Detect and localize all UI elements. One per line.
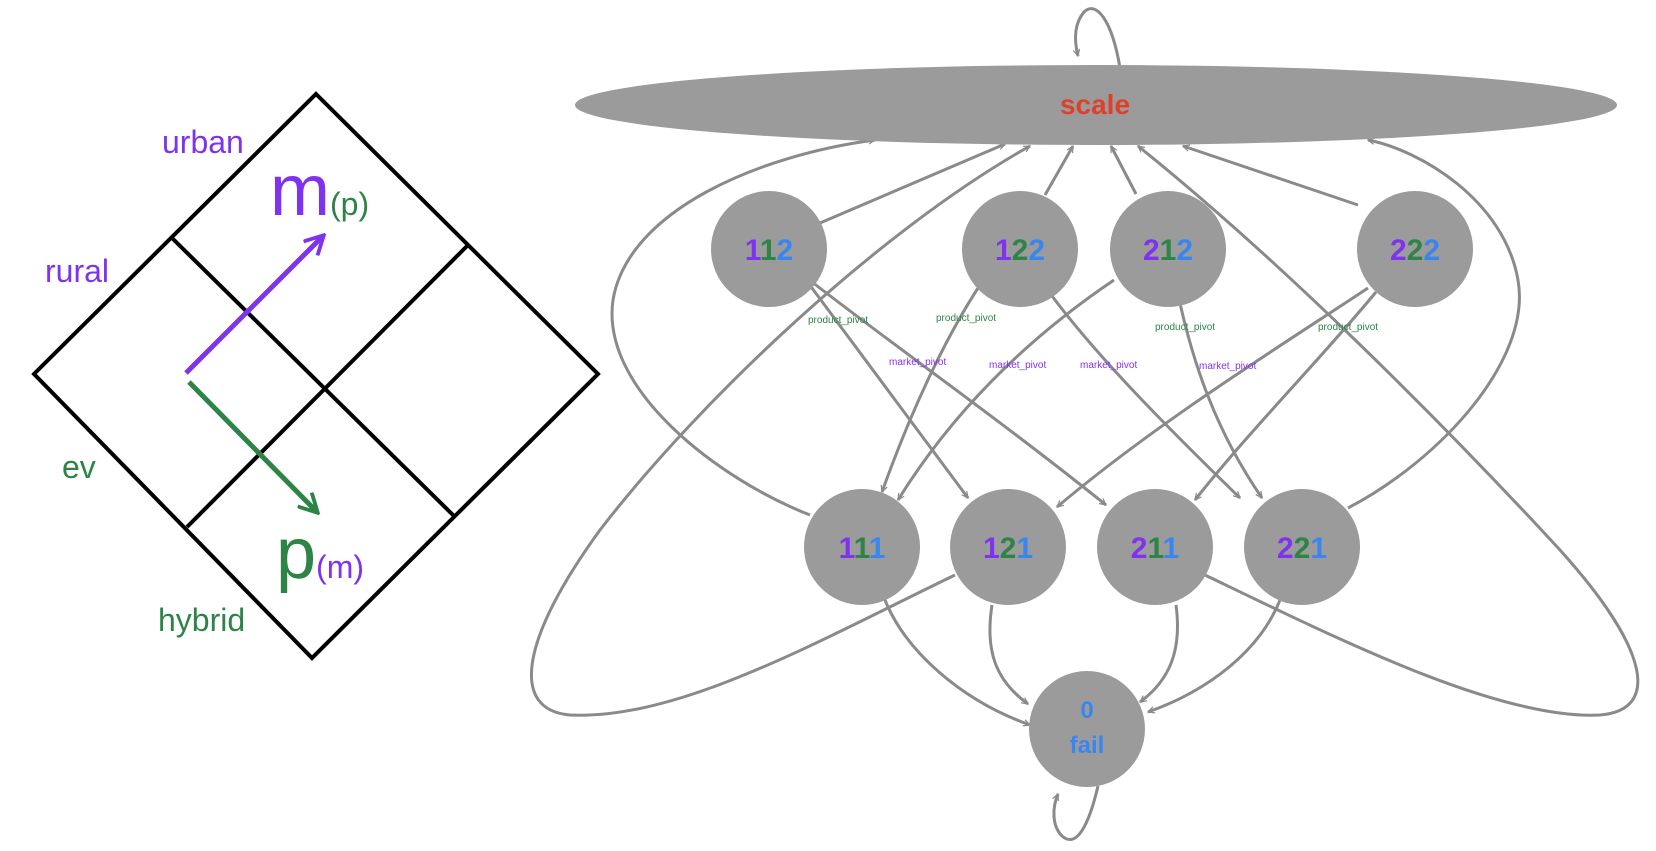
- strategy-grid: urban rural ev hybrid m(p) p(m): [31, 91, 601, 661]
- node-122-digit-market: 1: [995, 234, 1012, 267]
- edge-112-121: [804, 279, 970, 498]
- edge-121-fail: [988, 604, 1028, 706]
- node-222-digit-stage: 2: [1423, 234, 1440, 267]
- state-graph: product_pivot product_pivot product_pivo…: [529, 7, 1640, 841]
- svg-text:121: 121: [983, 532, 1033, 565]
- edge-112-211: [811, 280, 1106, 507]
- edge-122-111: [882, 281, 984, 492]
- edge-222-211: [1193, 291, 1378, 500]
- m-of-p-label: m(p): [270, 151, 369, 231]
- scale-node: scale: [575, 65, 1617, 145]
- node-122: 122: [962, 191, 1078, 307]
- svg-text:122: 122: [995, 234, 1045, 267]
- node-212-digit-market: 2: [1143, 234, 1160, 267]
- svg-text:222: 222: [1390, 234, 1440, 267]
- edge-222-121: [1057, 286, 1369, 509]
- svg-text:221: 221: [1277, 532, 1327, 565]
- node-112: 112: [711, 191, 827, 307]
- node-222-digit-product: 2: [1407, 234, 1424, 267]
- svg-text:112: 112: [745, 234, 793, 267]
- edge-scale-self-loop: [1076, 7, 1122, 69]
- edge-label-market-pivot: market_pivot: [1080, 360, 1137, 371]
- node-112-digit-product: 1: [760, 234, 777, 267]
- edge-label-product-pivot: product_pivot: [808, 315, 868, 326]
- grid-divider-b: [185, 243, 470, 529]
- edge-112-scale: [819, 142, 1005, 225]
- edge-221-fail: [1148, 599, 1282, 712]
- node-211-digit-product: 1: [1147, 532, 1163, 565]
- node-212: 212: [1110, 191, 1226, 307]
- edge-111-scale: [610, 140, 875, 517]
- node-121: 121: [950, 489, 1066, 605]
- market-arrow: [184, 236, 323, 375]
- edge-label-market-pivot: market_pivot: [1199, 361, 1256, 372]
- node-111: 111: [804, 489, 920, 605]
- svg-text:211: 211: [1131, 532, 1179, 565]
- node-221-digit-stage: 1: [1310, 532, 1327, 565]
- edge-212-scale: [1109, 146, 1138, 195]
- scale-label: scale: [1060, 89, 1130, 120]
- label-ev: ev: [62, 449, 96, 485]
- node-221: 221: [1244, 489, 1360, 605]
- node-221-digit-market: 2: [1277, 532, 1294, 565]
- node-211-digit-stage: 1: [1163, 532, 1180, 565]
- node-111-digit-product: 1: [854, 532, 870, 565]
- label-hybrid: hybrid: [158, 602, 245, 638]
- edges: [529, 7, 1640, 841]
- fail-label: fail: [1070, 732, 1105, 759]
- node-111-digit-market: 1: [839, 532, 855, 565]
- node-121-digit-stage: 1: [1016, 532, 1033, 565]
- grid-outline: [31, 91, 601, 661]
- edge-fail-self-loop: [1054, 785, 1100, 841]
- p-main: p: [276, 514, 316, 594]
- edge-211-scale: [1138, 144, 1640, 717]
- node-212-digit-product: 1: [1160, 234, 1177, 267]
- node-112-digit-stage: 2: [777, 234, 794, 267]
- node-122-digit-stage: 2: [1028, 234, 1045, 267]
- label-urban: urban: [162, 124, 244, 160]
- svg-text:212: 212: [1143, 234, 1193, 267]
- p-sub: (m): [316, 549, 364, 585]
- edge-121-scale: [529, 144, 1030, 717]
- node-122-digit-product: 2: [1012, 234, 1029, 267]
- node-222: 222: [1357, 191, 1473, 307]
- product-arrow: [187, 380, 317, 512]
- p-of-m-label: p(m): [276, 514, 364, 594]
- m-sub: (p): [330, 186, 369, 222]
- node-121-digit-market: 1: [983, 532, 1000, 565]
- grid-divider-a: [170, 236, 457, 519]
- edge-label-market-pivot: market_pivot: [889, 357, 946, 368]
- fail-digit: 0: [1080, 697, 1093, 724]
- label-rural: rural: [45, 253, 109, 289]
- node-222-digit-market: 2: [1390, 234, 1407, 267]
- edge-label-product-pivot: product_pivot: [1155, 322, 1215, 333]
- svg-text:111: 111: [839, 532, 886, 565]
- edge-label-product-pivot: product_pivot: [1318, 322, 1378, 333]
- edge-122-scale: [1043, 146, 1075, 196]
- node-112-digit-market: 1: [745, 234, 761, 267]
- edge-211-fail: [1140, 604, 1179, 704]
- edge-212-111: [896, 278, 1115, 500]
- node-211: 211: [1097, 489, 1213, 605]
- fail-node: 0 fail: [1029, 671, 1145, 787]
- node-111-digit-stage: 1: [869, 532, 886, 565]
- edge-labels: product_pivot product_pivot product_pivo…: [808, 313, 1378, 372]
- edge-111-fail: [883, 599, 1030, 725]
- edge-221-scale: [1347, 140, 1521, 510]
- node-212-digit-stage: 2: [1176, 234, 1193, 267]
- node-221-digit-product: 2: [1294, 532, 1311, 565]
- node-121-digit-product: 2: [1000, 532, 1017, 565]
- edge-label-market-pivot: market_pivot: [989, 360, 1046, 371]
- node-211-digit-market: 2: [1131, 532, 1148, 565]
- edge-label-product-pivot: product_pivot: [936, 313, 996, 324]
- edge-222-scale: [1183, 146, 1359, 207]
- m-main: m: [270, 151, 330, 231]
- edge-122-221: [1050, 295, 1242, 500]
